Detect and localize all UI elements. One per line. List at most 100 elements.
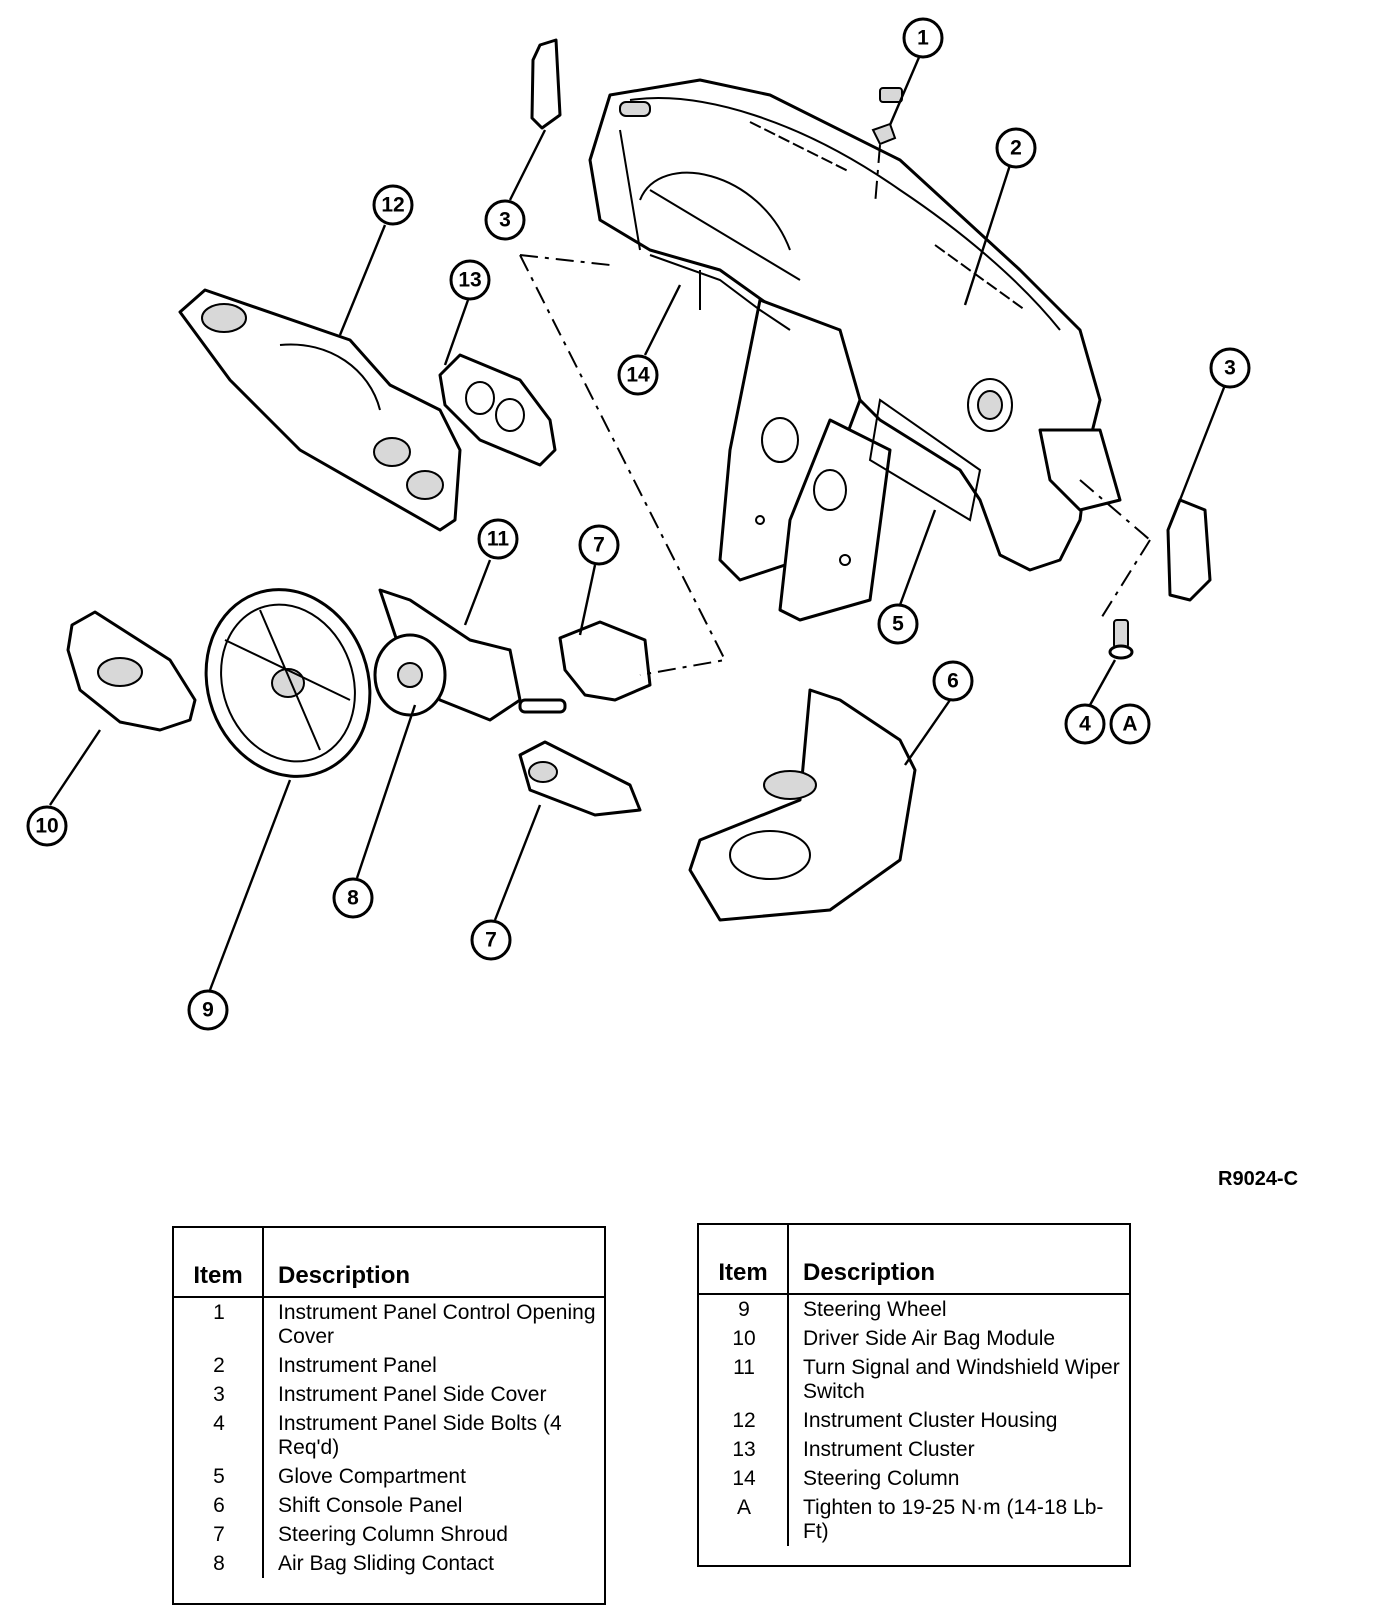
legend-item-description: Shift Console Panel xyxy=(278,1494,463,1517)
svg-text:2: 2 xyxy=(1010,137,1022,160)
callout-5: 5 xyxy=(877,603,919,645)
callout-7-upper: 7 xyxy=(578,524,620,566)
instrument-cluster-drawing xyxy=(438,353,557,467)
legend-item-description: Tighten to 19-25 N·m (14-18 Lb-Ft) xyxy=(803,1496,1104,1543)
svg-text:14: 14 xyxy=(626,364,650,387)
legend-item-description: Air Bag Sliding Contact xyxy=(278,1552,494,1575)
explode-line-cover xyxy=(874,144,881,206)
legend-item-number: 4 xyxy=(213,1412,225,1435)
legend-table-left: Item Description 1 Instrument Panel Contr… xyxy=(172,1226,606,1605)
legend-item-number: A xyxy=(736,1496,751,1519)
legend-item-number: 6 xyxy=(213,1494,225,1517)
legend-item-number: 13 xyxy=(732,1438,756,1461)
airbag-module-drawing xyxy=(66,610,197,732)
header-item: Item xyxy=(174,1228,264,1296)
instrument-panel-drawing xyxy=(588,78,1122,622)
legend-row: 11 Turn Signal and Windshield Wiper Switc… xyxy=(699,1353,1129,1406)
legend-item-description: Glove Compartment xyxy=(278,1465,466,1488)
legend-item-number: 12 xyxy=(732,1409,756,1432)
legend-item-description: Instrument Panel Control Opening Cover xyxy=(278,1301,596,1348)
svg-text:7: 7 xyxy=(485,929,497,952)
callout-4: 4 xyxy=(1064,703,1106,745)
legend-item-description: Instrument Cluster xyxy=(803,1438,975,1461)
leader-lines xyxy=(49,54,1227,991)
legend-row: 12 Instrument Cluster Housing xyxy=(699,1406,1129,1435)
legend-item-number: 8 xyxy=(213,1552,225,1575)
legend-header: Item Description xyxy=(174,1228,604,1298)
shift-console-drawing xyxy=(688,688,917,922)
legend-row: A Tighten to 19-25 N·m (14-18 Lb-Ft) xyxy=(699,1493,1129,1546)
callout-3-left: 3 xyxy=(484,199,526,241)
turn-signal-switch-drawing xyxy=(373,588,567,722)
legend-item-description: Instrument Cluster Housing xyxy=(803,1409,1058,1432)
legend-rows: 1 Instrument Panel Control Opening Cover 2… xyxy=(174,1298,604,1578)
legend-item-number: 11 xyxy=(733,1356,755,1379)
callout-12: 12 xyxy=(372,184,414,226)
legend-item-number: 5 xyxy=(213,1465,225,1488)
callout-7-lower: 7 xyxy=(470,919,512,961)
svg-text:3: 3 xyxy=(1224,357,1236,380)
svg-text:A: A xyxy=(1122,713,1137,736)
legend-item-description: Turn Signal and Windshield Wiper Switch xyxy=(803,1356,1120,1403)
callout-1: 1 xyxy=(902,17,944,59)
svg-text:5: 5 xyxy=(892,613,904,636)
svg-text:12: 12 xyxy=(381,194,404,217)
legend-item-number: 2 xyxy=(213,1354,225,1377)
svg-text:9: 9 xyxy=(202,999,214,1022)
svg-text:4: 4 xyxy=(1079,713,1091,736)
callout-6: 6 xyxy=(932,660,974,702)
legend-item-description: Steering Column xyxy=(803,1467,960,1490)
svg-text:8: 8 xyxy=(347,887,359,910)
side-cover-left-drawing xyxy=(530,38,562,130)
cluster-housing-drawing xyxy=(178,288,462,532)
legend-header: Item Description xyxy=(699,1225,1129,1295)
callout-8: 8 xyxy=(332,877,374,919)
legend-item-number: 1 xyxy=(213,1301,225,1324)
legend-item-number: 14 xyxy=(732,1467,756,1490)
legend-item-description: Instrument Panel xyxy=(278,1354,437,1377)
control-opening-cover-drawing xyxy=(871,122,897,146)
legend-row: 3 Instrument Panel Side Cover xyxy=(174,1380,604,1409)
svg-text:3: 3 xyxy=(499,209,511,232)
steering-wheel-drawing xyxy=(204,588,372,778)
callout-13: 13 xyxy=(449,259,491,301)
callout-2: 2 xyxy=(995,127,1037,169)
svg-text:10: 10 xyxy=(35,815,58,838)
legend-row: 4 Instrument Panel Side Bolts (4 Req'd) xyxy=(174,1409,604,1462)
callout-10: 10 xyxy=(26,805,68,847)
header-item: Item xyxy=(699,1225,789,1293)
drawing-number: R9024-C xyxy=(1218,1168,1299,1190)
legend-item-number: 3 xyxy=(213,1383,225,1406)
callout-11: 11 xyxy=(477,518,519,560)
legend-row: 2 Instrument Panel xyxy=(174,1351,604,1380)
legend-item-description: Instrument Panel Side Bolts (4 Req'd) xyxy=(278,1412,562,1459)
header-description: Description xyxy=(803,1259,936,1286)
explode-line-column xyxy=(519,254,727,676)
callout-14: 14 xyxy=(617,354,659,396)
legend-row: 14 Steering Column xyxy=(699,1464,1129,1493)
header-description: Description xyxy=(278,1262,411,1289)
column-shroud-upper-drawing xyxy=(558,620,652,702)
svg-text:1: 1 xyxy=(917,27,929,50)
svg-text:13: 13 xyxy=(458,269,481,292)
legend-row: 8 Air Bag Sliding Contact xyxy=(174,1549,604,1578)
legend-item-number: 10 xyxy=(732,1327,756,1350)
legend-item-number: 7 xyxy=(213,1523,225,1546)
legend-row: 6 Shift Console Panel xyxy=(174,1491,604,1520)
side-cover-right-drawing xyxy=(1166,498,1212,602)
svg-text:6: 6 xyxy=(947,670,959,693)
steering-column-drawing xyxy=(649,254,791,331)
callout-A: A xyxy=(1109,703,1151,745)
legend-item-number: 9 xyxy=(738,1298,750,1321)
legend-item-description: Instrument Panel Side Cover xyxy=(278,1383,547,1406)
svg-text:11: 11 xyxy=(487,528,510,551)
callout-3-right: 3 xyxy=(1209,347,1251,389)
legend-row: 1 Instrument Panel Control Opening Cover xyxy=(174,1298,604,1351)
column-shroud-lower-drawing xyxy=(518,740,642,817)
exploded-view-diagram: 1 2 3 3 4 A 5 6 7 7 8 9 10 11 12 13 14 xyxy=(26,17,1251,1031)
legend-row: 13 Instrument Cluster xyxy=(699,1435,1129,1464)
